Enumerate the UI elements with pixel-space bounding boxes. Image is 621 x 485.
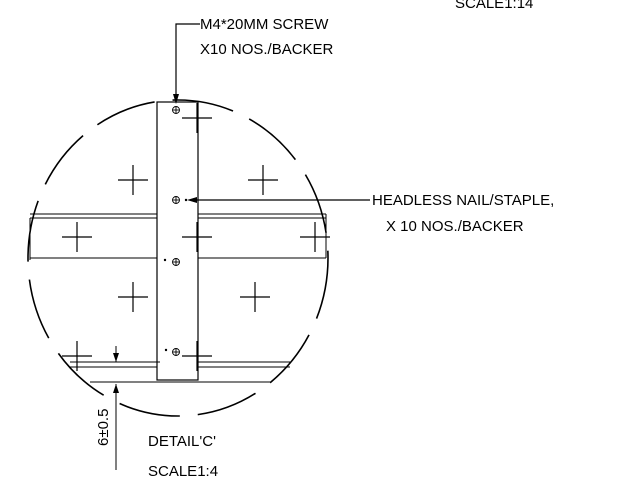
cross-mark — [182, 341, 212, 371]
nail-callout-line2: X 10 NOS./BACKER — [386, 218, 524, 235]
cross-mark — [118, 165, 148, 195]
cross-mark — [248, 165, 278, 195]
dimension-marks — [96, 346, 160, 470]
nail-dot — [164, 348, 168, 352]
cross-mark — [118, 282, 148, 312]
cross-mark — [62, 341, 92, 371]
dimension-label: 6±0.5 — [95, 409, 112, 446]
vertical-batten — [156, 101, 199, 381]
screw-icon — [172, 348, 180, 356]
screw-callout-line2: X10 NOS./BACKER — [200, 41, 334, 58]
screw-leader — [173, 23, 200, 104]
screw-symbols — [172, 106, 180, 356]
cross-mark — [182, 103, 212, 133]
detail-title: DETAIL'C' — [148, 433, 216, 450]
cross-mark — [62, 222, 92, 252]
nail-callout-line1: HEADLESS NAIL/STAPLE, — [372, 192, 554, 209]
screw-icon — [172, 196, 180, 204]
cross-mark — [300, 222, 330, 252]
cross-marks — [62, 103, 330, 371]
top-scale-label: SCALE1:14 — [455, 0, 533, 12]
screw-callout-line1: M4*20MM SCREW — [200, 16, 329, 33]
cross-mark — [182, 222, 212, 252]
screw-icon — [172, 258, 180, 266]
screw-icon — [172, 106, 180, 114]
nail-leader — [187, 197, 370, 203]
detail-circle — [27, 99, 329, 417]
detail-scale: SCALE1:4 — [148, 463, 218, 480]
nail-dot — [184, 198, 188, 202]
nail-dots — [163, 198, 188, 352]
nail-dot — [163, 258, 167, 262]
cross-mark — [240, 282, 270, 312]
